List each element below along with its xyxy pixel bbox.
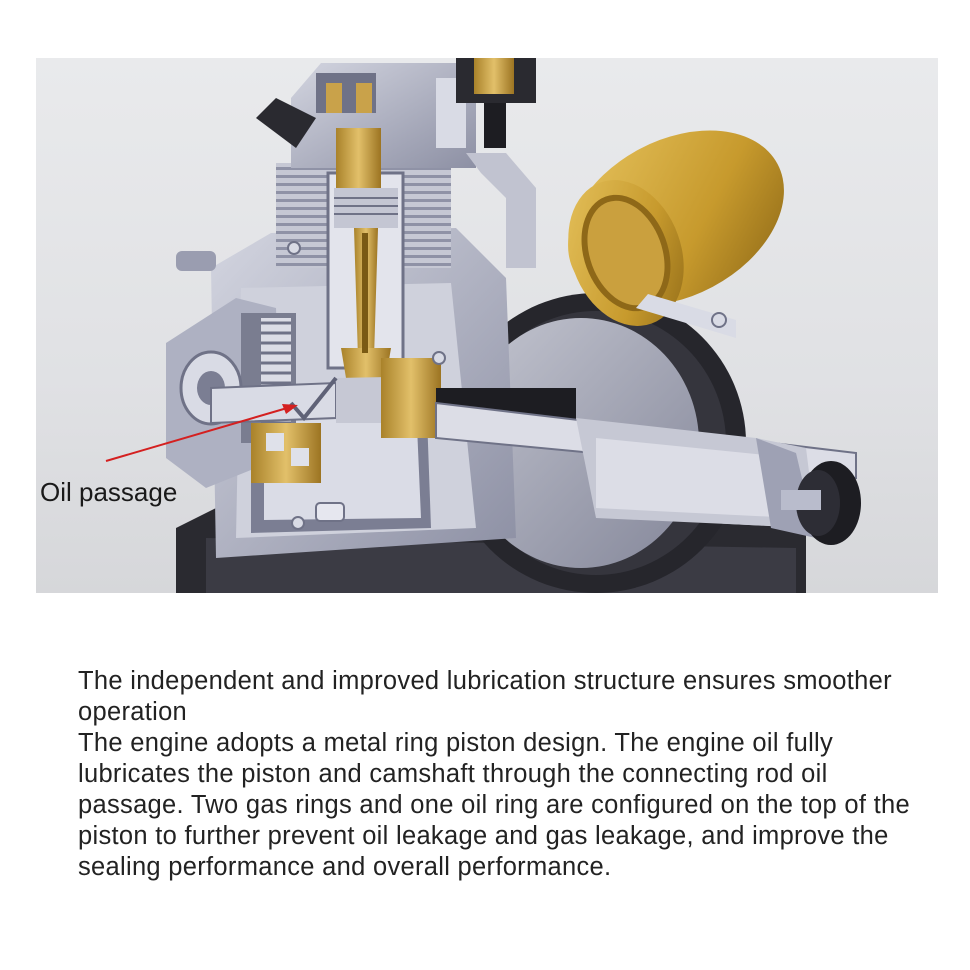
output-housing bbox=[576, 418, 816, 538]
caption-body: The engine adopts a metal ring piston de… bbox=[78, 729, 911, 881]
bearing-left bbox=[251, 423, 321, 483]
valve-springs bbox=[326, 83, 372, 113]
engine-cutaway-figure: Oil passage bbox=[36, 58, 938, 593]
caption-block: The independent and improved lubrication… bbox=[78, 666, 938, 883]
engine-cutaway-drawing bbox=[105, 58, 861, 593]
oil-passage-label: Oil passage bbox=[40, 477, 178, 507]
oil-passage-groove bbox=[289, 376, 338, 422]
bolts bbox=[287, 241, 446, 530]
muffler-ring bbox=[568, 130, 784, 338]
oil-passage-arrow bbox=[105, 404, 298, 462]
spark-plug bbox=[456, 58, 536, 148]
drive-cup bbox=[781, 461, 861, 545]
cylinder-head bbox=[256, 63, 476, 188]
caption-heading: The independent and improved lubrication… bbox=[78, 667, 892, 726]
connecting-rod bbox=[341, 228, 391, 378]
intake-tube bbox=[466, 153, 536, 268]
